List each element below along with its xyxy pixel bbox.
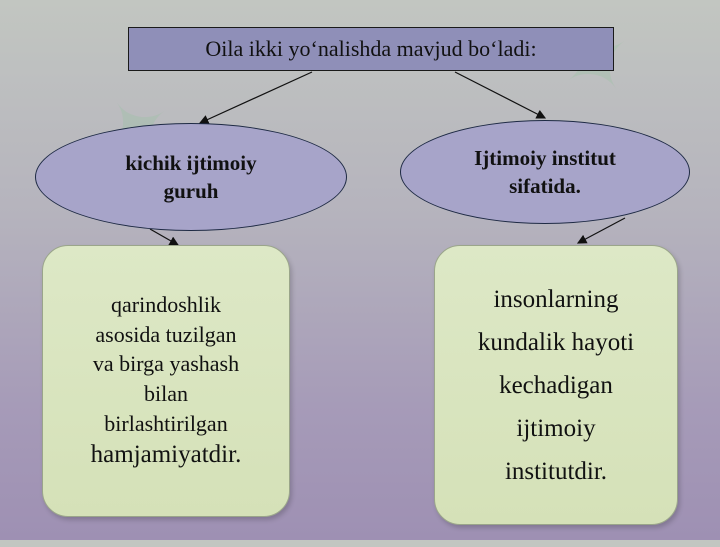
ellipse-social-institution: Ijtimoiy institut sifatida. [400, 120, 690, 224]
arrow-right-to-card [576, 217, 626, 244]
ellipse-left-line-1: kichik ijtimoiy [125, 150, 257, 175]
ellipse-right-line-2: sifatida. [509, 174, 581, 198]
card-daily-life-institution: insonlarning kundalik hayoti kechadigan … [434, 245, 678, 525]
ellipse-left-line-2: guruh [163, 179, 219, 203]
arrow-title-to-right [454, 71, 547, 119]
ellipse-right-line-1: Ijtimoiy institut [474, 145, 616, 170]
card-left-line: va birga yashash [92, 351, 240, 377]
card-kinship-community: qarindoshlik asosida tuzilgan va birga y… [42, 245, 290, 517]
card-left-line: birlashtirilgan [104, 410, 228, 436]
arrow-left-to-card [149, 228, 180, 246]
ellipse-small-social-group: kichik ijtimoiy guruh [35, 123, 347, 231]
card-right-line: ijtimoiy [516, 414, 596, 442]
diagram-title: Oila ikki yo‘nalishda mavjud bo‘ladi: [128, 27, 614, 71]
card-right-line: kechadigan [499, 371, 613, 399]
diagram-title-text: Oila ikki yo‘nalishda mavjud bo‘ladi: [205, 36, 537, 61]
card-right-line: institutdir. [504, 457, 608, 485]
card-left-line: bilan [143, 380, 188, 406]
card-left-line: hamjamiyatdir. [90, 441, 242, 469]
card-right-line: kundalik hayoti [477, 328, 635, 356]
arrow-title-to-left [198, 71, 313, 124]
card-left-line: asosida tuzilgan [95, 321, 237, 347]
card-left-line: qarindoshlik [110, 291, 221, 317]
card-right-line: insonlarning [493, 285, 619, 313]
